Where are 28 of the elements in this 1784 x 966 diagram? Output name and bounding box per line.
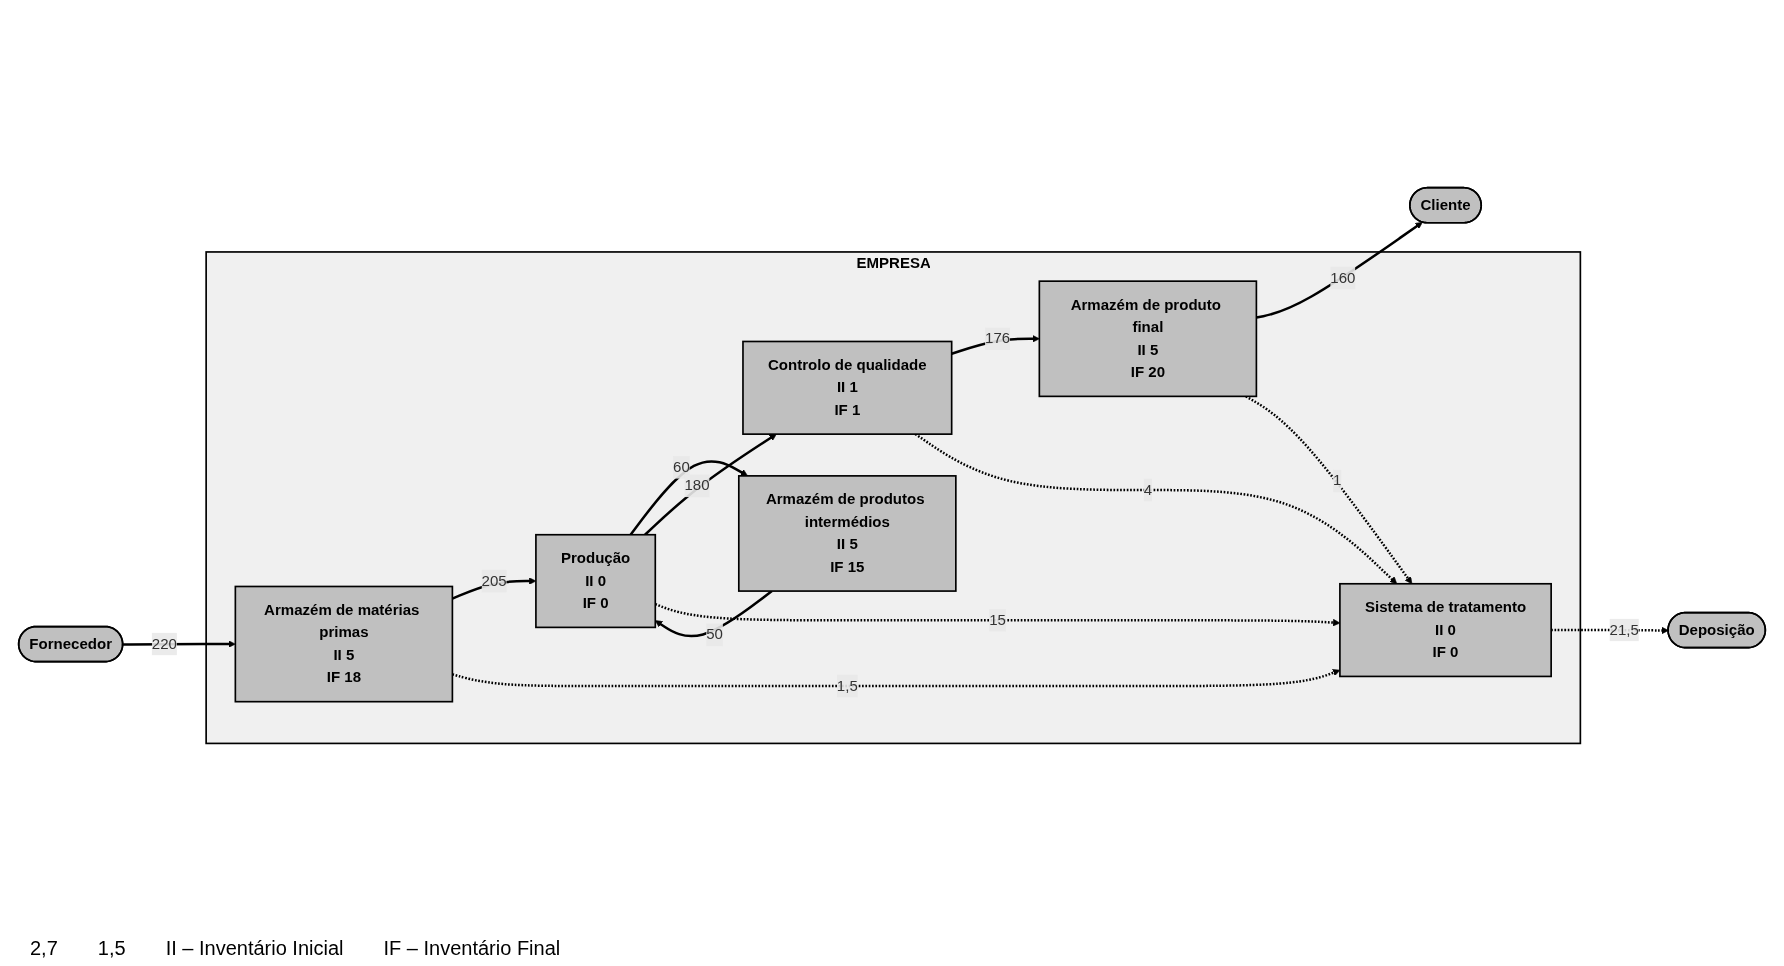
edge-label: 60: [673, 458, 690, 476]
arrow: [1551, 626, 1669, 635]
node-box: Sistema de tratamento II 0 IF 0: [1339, 582, 1552, 678]
edge-label: 21,5: [1609, 621, 1639, 638]
edge-label: 176: [985, 329, 1011, 347]
note-text: 1,5: [97, 937, 126, 960]
arrow: [914, 433, 1398, 585]
node-box: Armazém de matérias primas II 5 IF 18: [234, 585, 454, 703]
node-box: Armazém de produto final II 5 IF 20: [1038, 280, 1258, 398]
edge-label: 220: [151, 635, 177, 652]
edge-label: 180: [684, 477, 710, 494]
arrow: [644, 433, 777, 536]
note-text: IF – Inventário Final: [383, 937, 561, 960]
arrow: [629, 460, 748, 536]
arrow: [1245, 395, 1413, 585]
edge-label: 205: [481, 572, 507, 589]
edge-label: 1: [1333, 472, 1342, 489]
arrow: [1256, 221, 1423, 319]
edge-label: 15: [989, 611, 1006, 629]
edge-label: 160: [1330, 269, 1356, 286]
edge-label: 50: [706, 626, 723, 643]
note-text: 2,7: [30, 937, 58, 960]
node-box: Controlo de qualidade II 1 IF 1: [742, 340, 953, 435]
note-text: II – Inventário Inicial: [165, 937, 344, 960]
edge-label: 4: [1143, 481, 1153, 498]
edge-label: 1,5: [836, 677, 858, 694]
node-box: Produção II 0 IF 0: [535, 533, 657, 629]
node-box: Armazém de produtos intermédios II 5 IF 15: [737, 475, 957, 592]
